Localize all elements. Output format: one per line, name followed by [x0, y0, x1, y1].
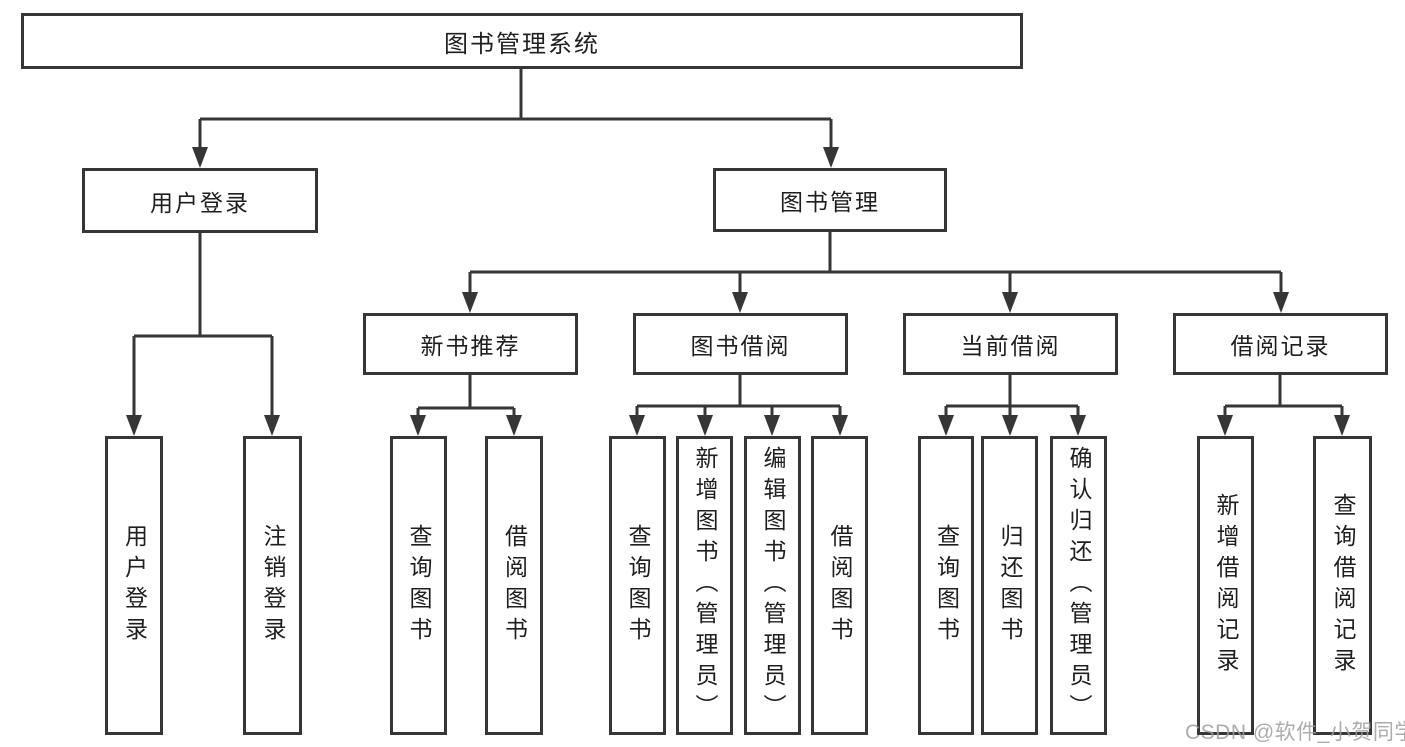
arrow-down-icon [1334, 415, 1350, 436]
arrow-down-icon [1002, 415, 1018, 436]
leaf-borrow-books: 借阅图书 [811, 436, 868, 735]
arrow-down-icon [697, 415, 713, 436]
arrow-down-icon [823, 147, 839, 168]
node-user-login: 用户登录 [82, 168, 318, 233]
arrow-down-icon [1070, 415, 1086, 436]
arrow-down-icon [1002, 292, 1018, 313]
arrow-down-icon [462, 292, 478, 313]
leaf-borrow-books-recommend: 借阅图书 [485, 436, 543, 735]
csdn-watermark: CSDN @软件_小贺同学 [1185, 721, 1405, 744]
leaf-logout: 注销登录 [243, 436, 302, 735]
node-new-book-recommend: 新书推荐 [363, 313, 578, 375]
arrow-down-icon [1217, 415, 1233, 436]
connector-current-borrow-to-children [938, 375, 1086, 436]
connector-new-book-rec-to-children [410, 375, 522, 436]
leaf-confirm-return-admin: 确认归还（管理员） [1050, 436, 1107, 735]
leaf-edit-books-admin: 编辑图书（管理员） [744, 436, 801, 735]
connector-user-login-to-children [126, 233, 280, 436]
connector-root-to-level2 [192, 69, 839, 168]
node-current-borrow: 当前借阅 [903, 313, 1118, 375]
leaf-return-books: 归还图书 [981, 436, 1038, 735]
leaf-add-borrow-record: 新增借阅记录 [1197, 436, 1254, 735]
arrow-down-icon [192, 147, 208, 168]
leaf-user-login: 用户登录 [105, 436, 163, 735]
arrow-down-icon [410, 415, 426, 436]
connector-book-borrow-to-children [629, 375, 848, 436]
arrow-down-icon [506, 415, 522, 436]
leaf-query-books-borrow: 查询图书 [609, 436, 666, 735]
leaf-query-books-current: 查询图书 [918, 436, 974, 735]
leaf-add-books-admin: 新增图书（管理员） [676, 436, 733, 735]
node-book-borrow: 图书借阅 [633, 313, 848, 375]
arrow-down-icon [938, 415, 954, 436]
arrow-down-icon [264, 415, 280, 436]
arrow-down-icon [629, 415, 645, 436]
arrow-down-icon [832, 415, 848, 436]
leaf-query-books-recommend: 查询图书 [390, 436, 447, 735]
arrow-down-icon [764, 415, 780, 436]
arrow-down-icon [126, 415, 142, 436]
node-root-library-system: 图书管理系统 [21, 13, 1023, 69]
node-book-management: 图书管理 [713, 168, 947, 232]
arrow-down-icon [1273, 292, 1289, 313]
leaf-query-borrow-record: 查询借阅记录 [1313, 436, 1372, 735]
connector-book-mgmt-to-level3 [462, 232, 1289, 313]
arrow-down-icon [732, 292, 748, 313]
node-borrow-record: 借阅记录 [1173, 313, 1388, 375]
connector-borrow-record-to-children [1217, 375, 1350, 436]
